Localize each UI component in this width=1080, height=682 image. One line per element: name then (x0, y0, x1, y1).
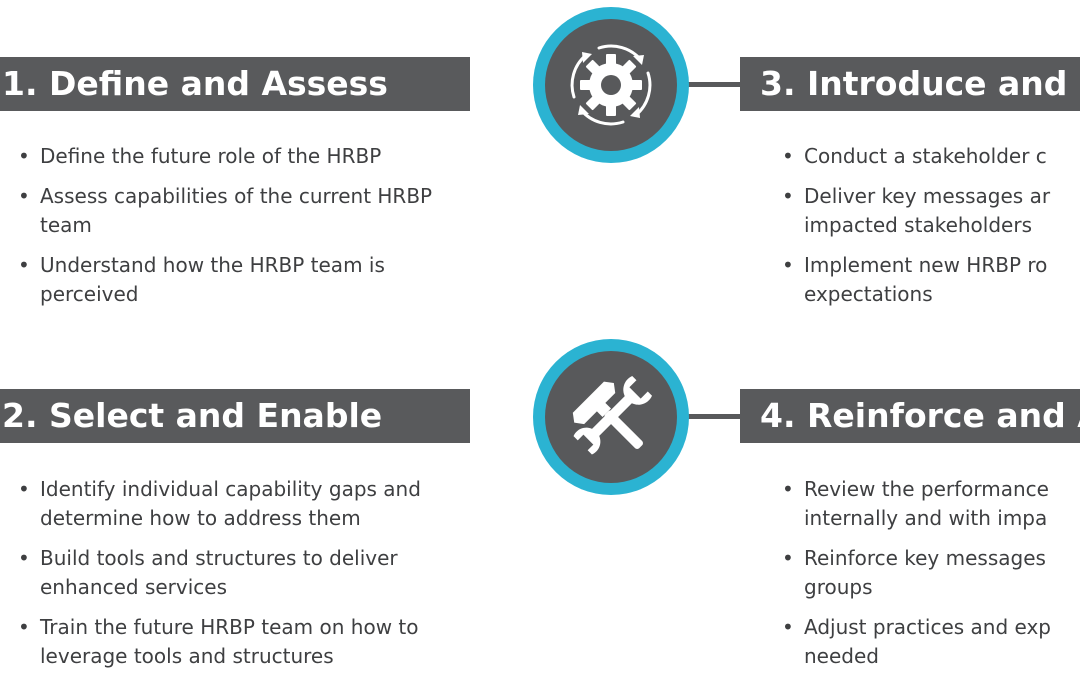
step-2-bullet: Build tools and structures to deliver en… (18, 544, 468, 602)
hammer-wrench-icon (572, 375, 653, 455)
step-4-header: 4. Reinforce and A (740, 389, 1080, 443)
step-3-title: 3. Introduce and (760, 64, 1068, 103)
gear-cycle-icon (570, 44, 652, 126)
step-3-header: 3. Introduce and (740, 57, 1080, 111)
step-2-bullet-list: Identify individual capability gaps and … (18, 475, 468, 682)
step-2-title: 2. Select and Enable (2, 396, 383, 435)
tools-badge (533, 339, 689, 495)
step-2-header: 2. Select and Enable (0, 389, 470, 443)
step-2-bullet: Train the future HRBP team on how to lev… (18, 613, 468, 671)
connector-line-top (680, 82, 742, 87)
step-1-title: 1. Define and Assess (2, 64, 388, 103)
step-1-bullet-list: Define the future role of the HRBP Asses… (18, 142, 468, 320)
connector-line-bottom (680, 414, 742, 419)
step-1-bullet: Define the future role of the HRBP (18, 142, 468, 171)
step-3-bullet-list: Conduct a stakeholder c Deliver key mess… (782, 142, 1080, 320)
step-3-bullet: Conduct a stakeholder c (782, 142, 1080, 171)
step-1-bullet: Understand how the HRBP team is perceive… (18, 251, 468, 309)
step-2-bullet: Identify individual capability gaps and … (18, 475, 468, 533)
step-4-title: 4. Reinforce and A (760, 396, 1080, 435)
gear-badge (533, 7, 689, 163)
step-1-header: 1. Define and Assess (0, 57, 470, 111)
right-column: 3. Introduce and Conduct a stakeholder c… (740, 0, 1080, 675)
step-1-bullet: Assess capabilities of the current HRBP … (18, 182, 468, 240)
